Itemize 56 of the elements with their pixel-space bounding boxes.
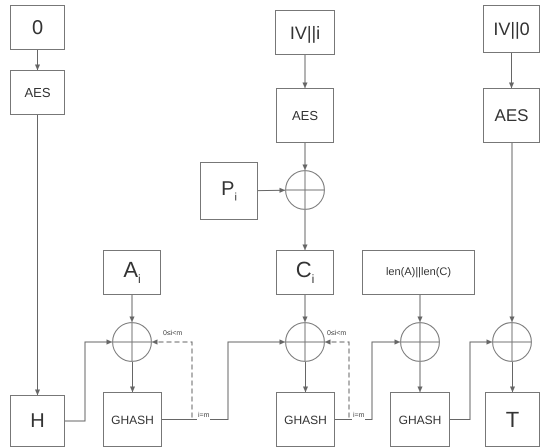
process-box [362, 250, 475, 295]
arrow [302, 294, 308, 322]
process-box [483, 88, 540, 143]
dashed-arrow [152, 339, 192, 420]
arrow [162, 339, 286, 420]
xor-symbol [400, 322, 440, 362]
arrow [450, 339, 492, 420]
arrow [417, 362, 423, 392]
xor-symbol [112, 322, 152, 362]
process-box [276, 250, 334, 295]
arrow [34, 114, 40, 396]
box-label: len(A)||len(C) [386, 267, 451, 278]
box-label: IV||i [290, 24, 320, 42]
xor-symbol [492, 322, 532, 362]
arrow [302, 142, 308, 170]
arrow [64, 339, 112, 422]
box-label: T [506, 408, 520, 430]
process-box [276, 392, 335, 447]
process-box [483, 5, 540, 53]
box-label: H [30, 411, 45, 431]
process-box [200, 162, 258, 220]
arrow [302, 54, 308, 88]
process-box [485, 392, 540, 447]
box-label: GHASH [111, 414, 154, 426]
process-box [10, 70, 65, 115]
arrow [34, 50, 40, 70]
arrow [334, 339, 400, 420]
process-box [103, 392, 162, 447]
arrow [129, 294, 135, 322]
arrow [302, 210, 308, 250]
process-box [390, 392, 450, 447]
box-label: A$_{i}$ [123, 259, 141, 286]
box-label: GHASH [398, 414, 442, 426]
box-label: AES [494, 107, 529, 124]
box-label: IV||0 [493, 20, 530, 38]
process-box [103, 250, 161, 295]
arrow [510, 362, 516, 392]
box-label: 0 [32, 18, 44, 38]
xor-symbol [285, 322, 325, 362]
dashed-arrow [324, 339, 350, 420]
process-box [10, 395, 65, 447]
box-label: C$_{i}$ [296, 259, 314, 286]
xor-symbol [285, 170, 325, 210]
process-box [10, 5, 65, 50]
arrow [258, 188, 286, 193]
arrow [130, 362, 136, 392]
arrow [417, 294, 423, 322]
box-label: GHASH [284, 414, 327, 426]
process-box [276, 88, 334, 143]
arrow [302, 362, 308, 392]
arrow [508, 52, 514, 88]
box-label: AES [24, 86, 50, 99]
box-label: AES [292, 109, 318, 122]
arrow [509, 142, 515, 322]
process-box [275, 10, 335, 55]
box-label: P$_{i}$ [221, 178, 237, 204]
